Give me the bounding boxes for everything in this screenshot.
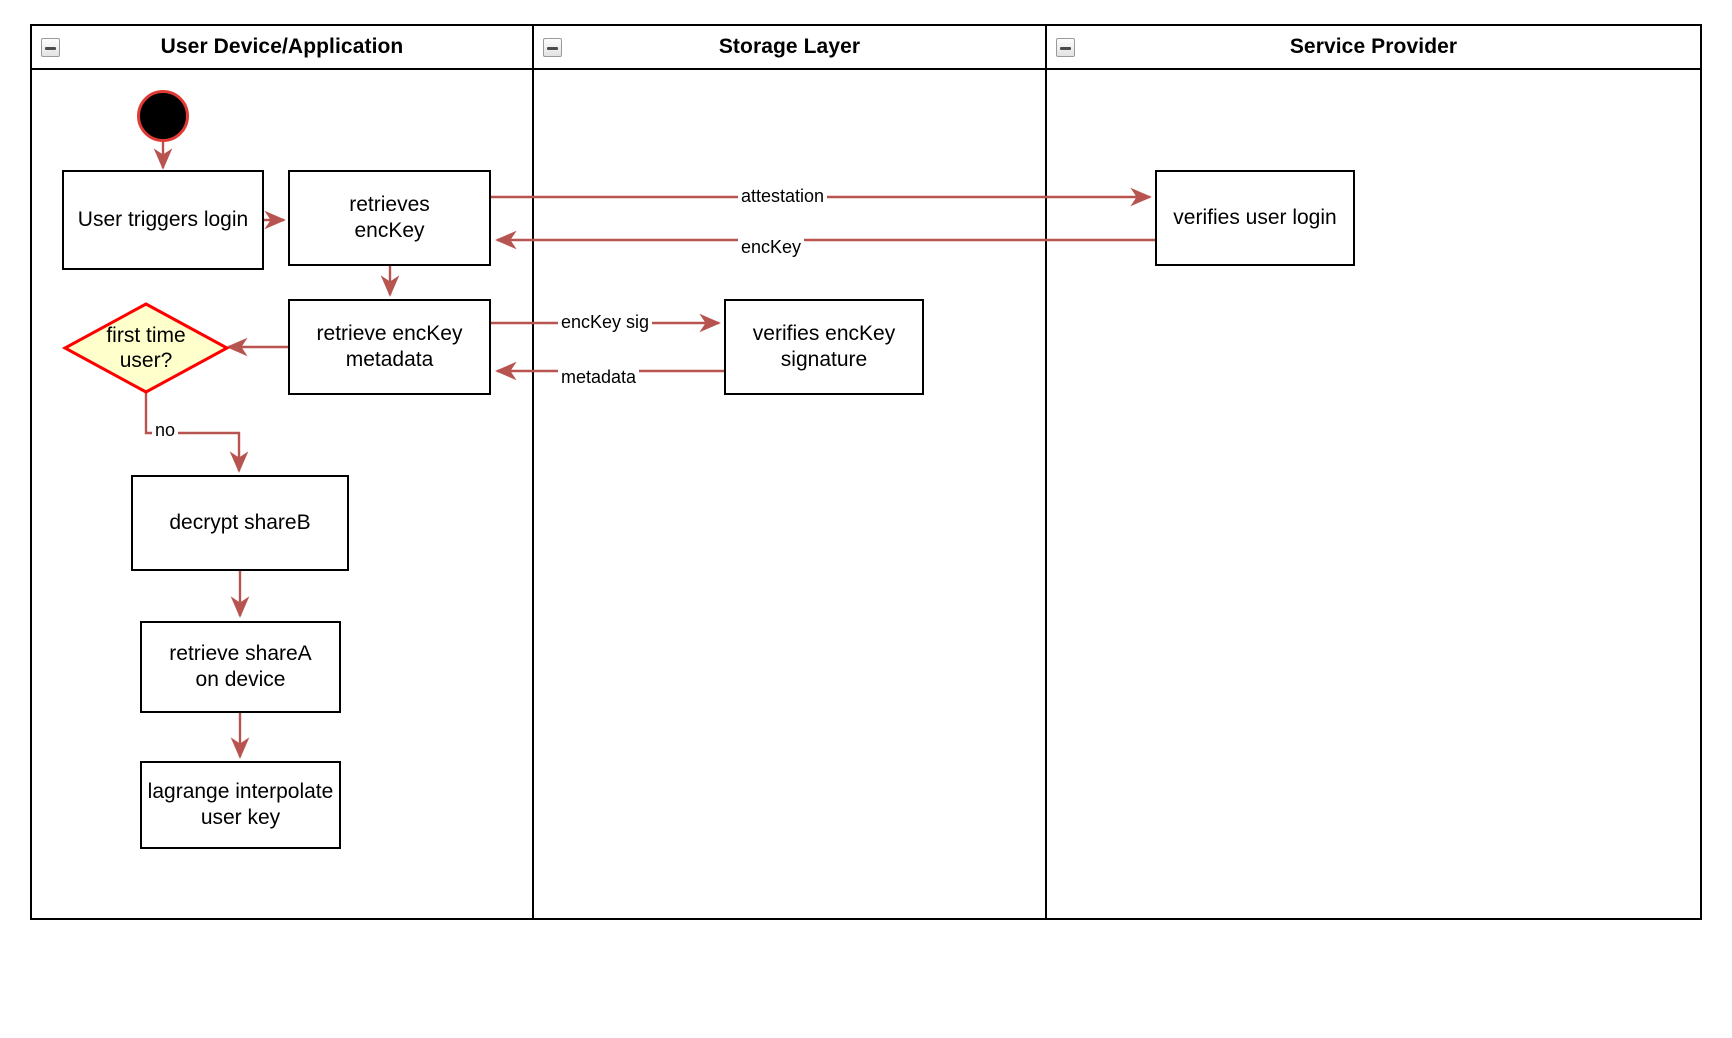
- activity-label-line2: metadata: [345, 348, 434, 371]
- collapse-minus-box-icon[interactable]: [1056, 38, 1075, 57]
- activity-lagrange-interpolate-user-key[interactable]: lagrange interpolate user key: [140, 761, 341, 849]
- activity-label-line2: encKey: [354, 219, 425, 242]
- activity-retrieve-sharea-on-device[interactable]: retrieve shareA on device: [140, 621, 341, 713]
- activity-verifies-enckey-signature[interactable]: verifies encKey signature: [724, 299, 924, 395]
- edge-label-enckey-sig: encKey sig: [558, 312, 653, 333]
- activity-label-line1: lagrange interpolate: [147, 780, 334, 804]
- activity-user-triggers-login[interactable]: User triggers login: [62, 170, 264, 270]
- edge-label-enckey: encKey: [738, 237, 805, 258]
- swimlane-title-storage-layer: Storage Layer: [718, 35, 861, 58]
- activity-verifies-user-login[interactable]: verifies user login: [1155, 170, 1355, 266]
- activity-label-line1: retrieves: [349, 193, 430, 217]
- swimlane-storage-layer[interactable]: Storage Layer: [532, 26, 1045, 918]
- decision-diamond-shape: [61, 302, 231, 394]
- activity-label-line2: user key: [200, 806, 281, 829]
- swimlane-header-user-device: User Device/Application: [32, 26, 532, 70]
- swimlane-pool: User Device/Application Storage Layer Se…: [30, 24, 1702, 920]
- edge-label-attestation: attestation: [738, 186, 828, 207]
- swimlane-header-storage-layer: Storage Layer: [534, 26, 1045, 70]
- swimlane-title-user-device: User Device/Application: [160, 35, 404, 58]
- swimlane-title-service-provider: Service Provider: [1289, 35, 1458, 58]
- edge-label-metadata: metadata: [558, 367, 640, 388]
- activity-label-line2: on device: [195, 668, 286, 691]
- activity-label-line1: verifies encKey: [752, 322, 896, 346]
- activity-label-line1: retrieve shareA: [169, 642, 312, 666]
- decision-first-time-user[interactable]: first time user?: [61, 302, 231, 394]
- activity-label-line2: signature: [780, 348, 868, 371]
- swimlane-header-service-provider: Service Provider: [1047, 26, 1700, 70]
- activity-retrieve-enckey-metadata[interactable]: retrieve encKey metadata: [288, 299, 491, 395]
- swimlane-service-provider[interactable]: Service Provider: [1045, 26, 1700, 918]
- start-node[interactable]: [137, 90, 189, 142]
- edge-label-no: no: [152, 420, 179, 441]
- collapse-minus-box-icon[interactable]: [543, 38, 562, 57]
- activity-label: User triggers login: [77, 208, 249, 232]
- activity-label: verifies user login: [1173, 206, 1337, 230]
- activity-decrypt-shareb[interactable]: decrypt shareB: [131, 475, 349, 571]
- edge-decision-to-decrypt: [144, 392, 249, 473]
- activity-label: decrypt shareB: [169, 511, 311, 535]
- collapse-minus-box-icon[interactable]: [41, 38, 60, 57]
- activity-label-line1: retrieve encKey: [316, 322, 463, 346]
- activity-retrieves-enckey[interactable]: retrieves encKey: [288, 170, 491, 266]
